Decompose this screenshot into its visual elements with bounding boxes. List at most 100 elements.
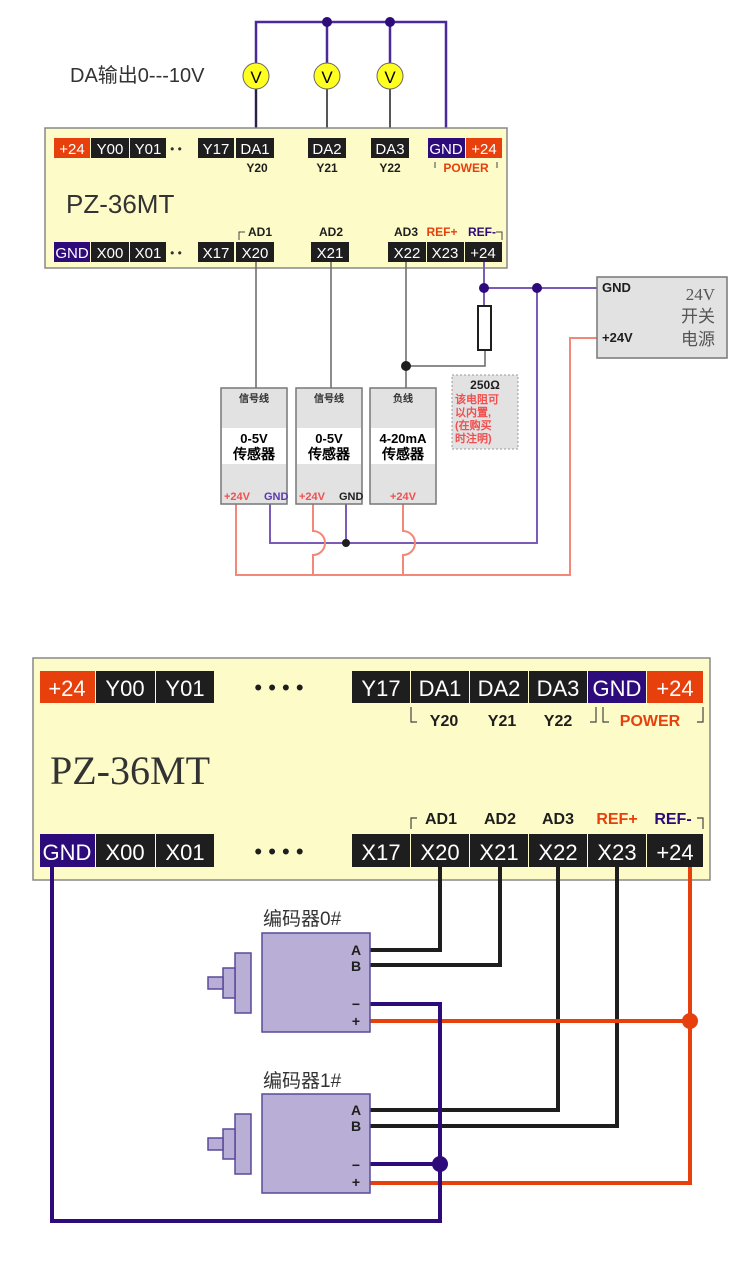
svg-text:开关: 开关 <box>681 307 715 326</box>
junction-dot <box>532 283 542 293</box>
svg-text:AD2: AD2 <box>484 811 516 828</box>
junction-dot <box>385 17 395 27</box>
svg-text:X23: X23 <box>432 245 459 262</box>
sensor-0-5v-1: 信号线 0-5V 传感器 +24V GND <box>220 387 289 505</box>
svg-text:编码器0#: 编码器0# <box>263 908 342 930</box>
svg-text:+: + <box>352 1174 360 1190</box>
svg-text:REF+: REF+ <box>596 811 637 828</box>
plc2-top-terminals: +24 Y00 Y01 • • • • Y17 DA1 DA2 DA3 GND … <box>40 671 703 703</box>
svg-text:DA1: DA1 <box>419 676 462 701</box>
svg-text:0-5V: 0-5V <box>315 431 343 446</box>
voltmeter-3: V <box>376 62 404 90</box>
pos24v-net-pink <box>235 337 597 576</box>
svg-text:X20: X20 <box>420 840 459 865</box>
encoder-0: 编码器0# A B − + <box>207 908 371 1033</box>
plc1-bottom-terminals: GND X00 X01 • • X17 X20 X21 X22 X23 +24 <box>54 242 502 262</box>
svg-text:+24: +24 <box>471 141 496 158</box>
svg-text:AD1: AD1 <box>425 811 457 828</box>
svg-text:X00: X00 <box>97 245 124 262</box>
plc-model-label: PZ-36MT <box>66 189 174 219</box>
svg-text:+24V: +24V <box>390 491 417 503</box>
svg-text:• •: • • <box>170 142 182 156</box>
svg-text:0-5V: 0-5V <box>240 431 268 446</box>
svg-text:V: V <box>384 68 396 87</box>
sensor-0-5v-2: 信号线 0-5V 传感器 +24V GND <box>295 387 364 505</box>
svg-text:GND: GND <box>43 840 92 865</box>
svg-text:GND: GND <box>602 280 631 295</box>
encoder-1: 编码器1# A B − + <box>207 1070 371 1194</box>
svg-text:X00: X00 <box>105 840 144 865</box>
svg-text:250Ω: 250Ω <box>470 378 500 392</box>
svg-text:时注明): 时注明) <box>455 431 492 445</box>
svg-text:X23: X23 <box>597 840 636 865</box>
svg-text:X21: X21 <box>479 840 518 865</box>
da-common-bus <box>254 20 448 136</box>
svg-text:REF-: REF- <box>468 225 496 239</box>
junction-dot <box>322 17 332 27</box>
svg-text:• • • •: • • • • <box>254 675 303 700</box>
svg-text:+24: +24 <box>59 141 84 158</box>
svg-text:负线: 负线 <box>393 392 413 405</box>
da-output-label: DA输出0---10V <box>70 64 205 87</box>
svg-text:Y22: Y22 <box>379 161 401 175</box>
voltmeter-2: V <box>313 62 341 90</box>
voltmeter-1: V <box>242 62 270 90</box>
svg-text:4-20mA: 4-20mA <box>380 431 428 446</box>
svg-text:Y01: Y01 <box>165 676 204 701</box>
svg-text:−: − <box>352 996 360 1012</box>
plc-model-label-2: PZ-36MT <box>50 748 210 793</box>
svg-text:Y21: Y21 <box>316 161 338 175</box>
encoder-signal-wires <box>370 867 619 1128</box>
junction-dot <box>432 1156 448 1172</box>
svg-text:X21: X21 <box>317 245 344 262</box>
svg-text:• •: • • <box>170 246 182 260</box>
svg-text:Y00: Y00 <box>97 141 124 158</box>
svg-text:POWER: POWER <box>620 713 681 730</box>
svg-text:AD3: AD3 <box>542 811 574 828</box>
svg-text:X20: X20 <box>242 245 269 262</box>
plc1-top-terminals: +24 Y00 Y01 • • Y17 DA1 DA2 DA3 GND +24 <box>54 138 502 158</box>
svg-text:Y22: Y22 <box>544 713 573 730</box>
svg-text:DA3: DA3 <box>537 676 580 701</box>
svg-text:编码器1#: 编码器1# <box>263 1070 342 1092</box>
svg-text:GND: GND <box>339 491 364 503</box>
svg-text:A: A <box>351 942 361 958</box>
svg-text:X22: X22 <box>538 840 577 865</box>
svg-text:GND: GND <box>264 491 289 503</box>
sensor-signal-wires <box>255 262 486 388</box>
junction-dot <box>479 283 489 293</box>
svg-text:DA2: DA2 <box>312 141 341 158</box>
svg-text:−: − <box>352 1157 360 1173</box>
plc1-top-sublabels: Y20 Y21 Y22 POWER <box>246 161 498 175</box>
svg-text:该电阻可: 该电阻可 <box>455 392 499 406</box>
svg-text:Y21: Y21 <box>488 713 517 730</box>
svg-text:REF+: REF+ <box>426 225 457 239</box>
svg-text:+24: +24 <box>48 676 85 701</box>
pos24-wires <box>370 867 692 1185</box>
svg-text:传感器: 传感器 <box>381 446 425 462</box>
sensor-4-20ma: 负线 4-20mA 传感器 +24V <box>369 387 437 505</box>
svg-text:DA2: DA2 <box>478 676 521 701</box>
power-supply-24v: GND +24V 24V 开关 电源 <box>596 276 728 359</box>
plc2-bottom-suplabels: AD1 AD2 AD3 REF+ REF- <box>410 811 704 829</box>
svg-text:Y17: Y17 <box>361 676 400 701</box>
svg-text:+24V: +24V <box>602 330 633 345</box>
svg-text:X17: X17 <box>361 840 400 865</box>
svg-text:V: V <box>321 68 333 87</box>
svg-text:信号线: 信号线 <box>314 392 344 405</box>
svg-text:X22: X22 <box>394 245 421 262</box>
svg-text:GND: GND <box>593 676 642 701</box>
diagram-2: +24 Y00 Y01 • • • • Y17 DA1 DA2 DA3 GND … <box>32 657 711 1223</box>
svg-text:电源: 电源 <box>681 330 715 349</box>
svg-text:B: B <box>351 958 361 974</box>
svg-text:GND: GND <box>55 245 89 262</box>
plc1-bottom-suplabels: AD1 AD2 AD3 REF+ REF- <box>238 225 503 240</box>
svg-text:+24: +24 <box>656 840 693 865</box>
svg-text:+: + <box>352 1013 360 1029</box>
svg-text:传感器: 传感器 <box>232 446 276 462</box>
svg-text:Y01: Y01 <box>135 141 162 158</box>
svg-text:Y17: Y17 <box>203 141 230 158</box>
plc2-bottom-terminals: GND X00 X01 • • • • X17 X20 X21 X22 X23 … <box>40 834 703 867</box>
svg-text:AD2: AD2 <box>319 225 343 239</box>
